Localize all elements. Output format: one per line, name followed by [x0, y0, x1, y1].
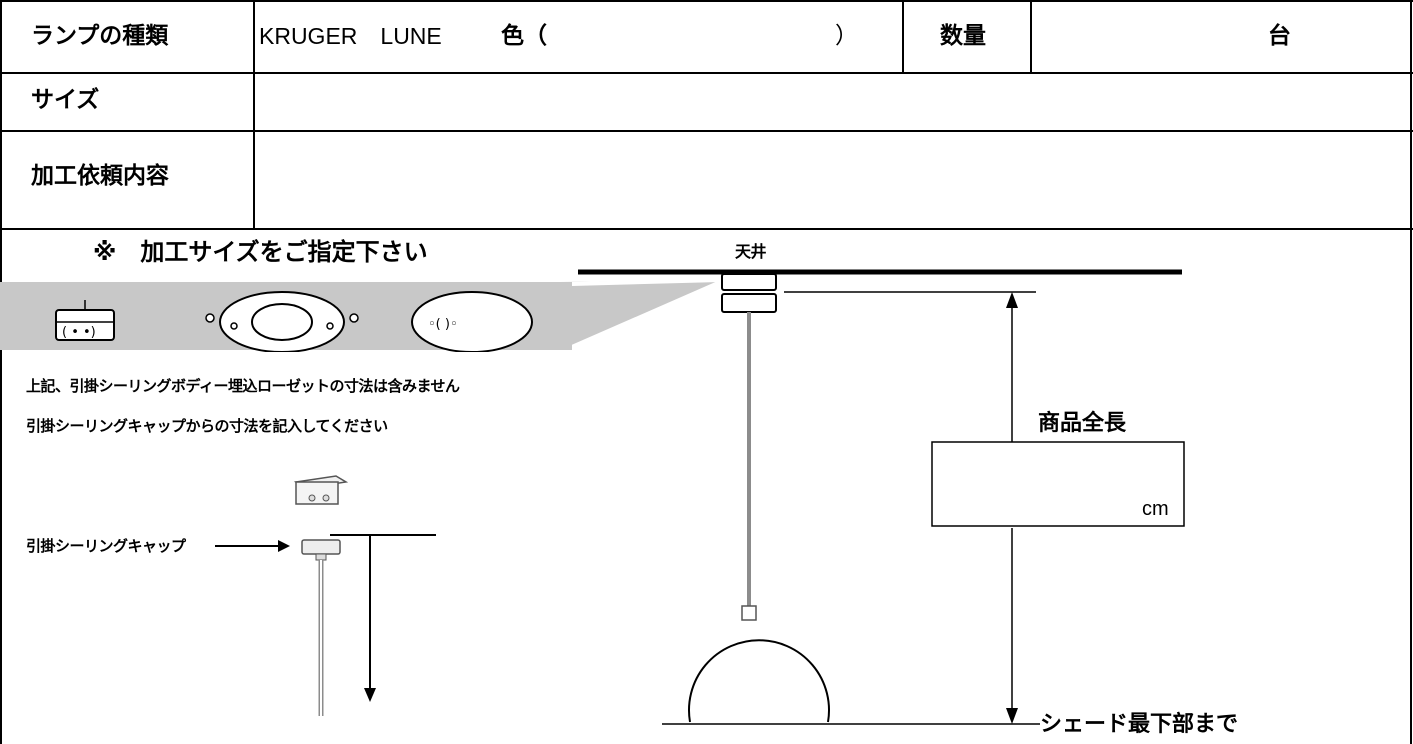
quantity-input[interactable] — [1034, 6, 1254, 66]
note-line-2: 引掛シーリングキャップからの寸法を記入してください — [26, 417, 388, 435]
svg-text:◦( )◦: ◦( )◦ — [428, 317, 458, 332]
lamp-type-label: ランプの種類 — [31, 23, 169, 49]
total-length-label: 商品全長 — [1038, 411, 1127, 436]
pendant-lamp-diagram — [578, 269, 1185, 725]
color-input[interactable] — [566, 8, 816, 64]
row-divider-1 — [0, 72, 1413, 74]
diagram-heading: ※ 加工サイズをご指定下さい — [93, 238, 428, 266]
request-input[interactable] — [258, 134, 1406, 224]
color-close-paren: ） — [835, 23, 858, 49]
size-input[interactable] — [258, 76, 1406, 126]
svg-text:( • •): ( • •) — [62, 325, 96, 340]
table-border-top — [0, 0, 1413, 2]
ceiling-label: 天井 — [735, 242, 767, 261]
quantity-label-divider-left — [902, 0, 904, 73]
product-name: KRUGER LUNE — [259, 23, 442, 49]
canopy-icon — [721, 273, 777, 313]
unit-cm: cm — [1142, 498, 1169, 520]
request-label: 加工依頼内容 — [31, 163, 169, 189]
quantity-unit: 台 — [1268, 23, 1291, 49]
cap-label: 引掛シーリングキャップ — [26, 537, 186, 555]
ceiling-rosette-illustration: ( • •) ◦( )◦ — [0, 278, 720, 352]
row-divider-3 — [0, 228, 1413, 230]
label-column-divider — [253, 0, 255, 230]
note-line-1: 上記、引掛シーリングボディー埋込ローゼットの寸法は含みません — [26, 377, 460, 395]
quantity-label-divider-right — [1030, 0, 1032, 73]
table-border-right — [1410, 0, 1412, 744]
color-label: 色（ — [501, 23, 547, 49]
ceiling-cap-small-icon — [301, 539, 341, 561]
cap-box-icon — [293, 475, 349, 505]
rosette-body-icon: ◦( )◦ — [411, 291, 533, 352]
table-border-left — [0, 0, 2, 744]
shade-bottom-label: シェード最下部まで — [1040, 712, 1239, 737]
size-label: サイズ — [31, 87, 100, 113]
ceiling-cap-icon: ( • •) — [55, 300, 115, 341]
row-divider-2 — [0, 130, 1413, 132]
cap-measure-illustration — [215, 475, 436, 716]
globe-shade-icon — [688, 639, 830, 723]
quantity-label: 数量 — [940, 23, 986, 49]
ceiling-rosette-icon — [205, 291, 359, 352]
